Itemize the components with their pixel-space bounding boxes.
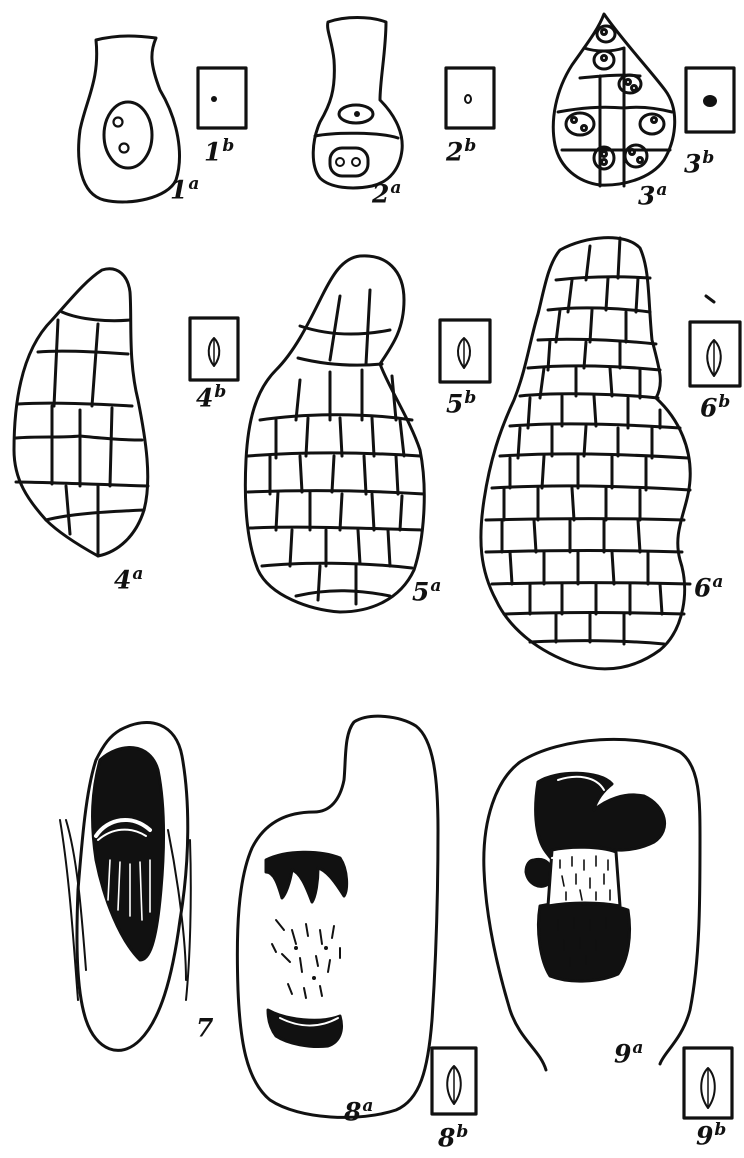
figure-8a-drawing — [237, 716, 438, 1117]
label-figure-1a: 1a — [170, 176, 199, 202]
label-figure-3b: 3b — [684, 150, 714, 176]
figure-5b-drawing — [440, 320, 490, 382]
figure-7-drawing — [60, 722, 191, 1050]
label-figure-9b: 9b — [696, 1122, 726, 1148]
figure-8b-drawing — [432, 1048, 476, 1114]
label-figure-5b: 5b — [446, 390, 476, 416]
label-figure-8a: 8a — [344, 1098, 373, 1124]
label-figure-9a: 9a — [614, 1040, 643, 1066]
label-figure-5a: 5a — [412, 578, 441, 604]
label-figure-8b: 8b — [438, 1124, 468, 1150]
figure-6a-drawing — [481, 238, 690, 669]
figure-3b-drawing — [686, 68, 734, 132]
label-figure-4a: 4a — [114, 566, 143, 592]
label-figure-7: 7 — [196, 1014, 214, 1040]
label-figure-4b: 4b — [196, 384, 226, 410]
label-figure-3a: 3a — [638, 182, 667, 208]
figure-9a-drawing — [484, 739, 700, 1070]
label-figure-6a: 6a — [694, 574, 723, 600]
figure-2b-drawing — [446, 68, 494, 128]
label-figure-1b: 1b — [204, 138, 234, 164]
figure-4b-drawing — [190, 318, 238, 380]
figure-9b-drawing — [684, 1048, 732, 1118]
figure-1a-drawing — [79, 36, 180, 202]
label-figure-2b: 2b — [446, 138, 476, 164]
label-figure-2a: 2a — [372, 180, 401, 206]
label-figure-6b: 6b — [700, 394, 730, 420]
figure-4a-drawing — [14, 269, 148, 556]
figure-5a-drawing — [245, 256, 424, 612]
figure-2a-drawing — [313, 18, 402, 188]
figure-1b-drawing — [198, 68, 246, 128]
figure-6b-drawing — [690, 296, 740, 386]
figure-3a-drawing — [553, 14, 674, 186]
